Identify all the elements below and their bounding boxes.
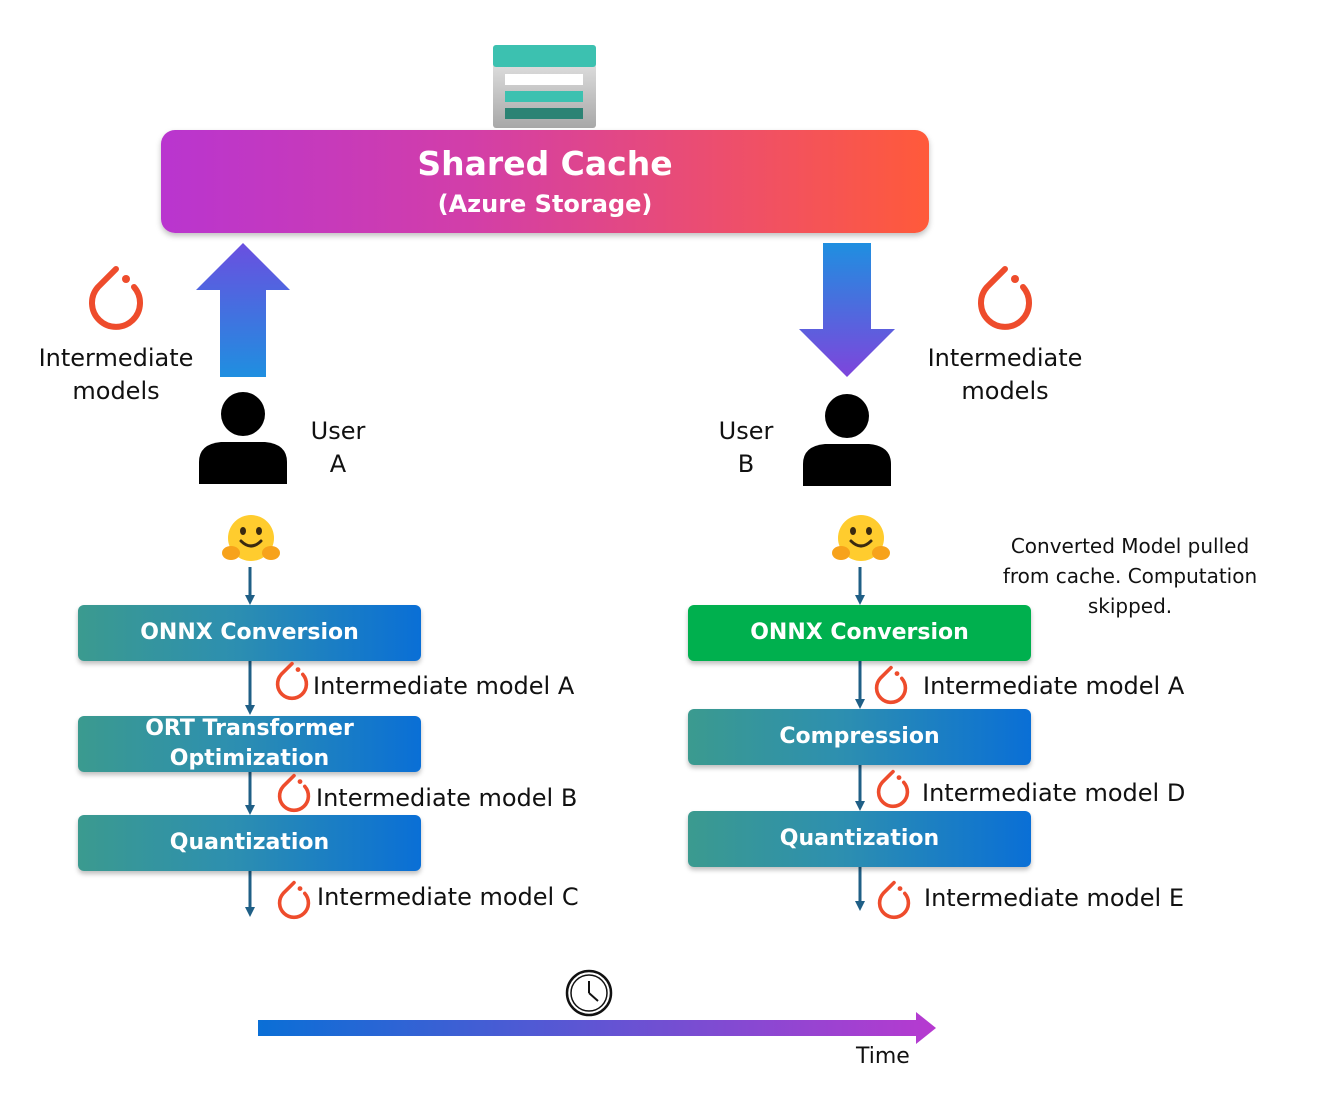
note-line3: skipped. — [1087, 594, 1173, 618]
pytorch-icon — [874, 665, 908, 705]
user-label-line1: User — [310, 417, 366, 445]
step-label: ONNX Conversion — [750, 620, 969, 645]
step-label-line1: ORT Transformer — [145, 716, 354, 741]
pytorch-icon — [876, 769, 910, 809]
output-label: Intermediate model B — [316, 784, 578, 812]
cache-hit-note: Converted Model pulled from cache. Compu… — [980, 531, 1280, 621]
output-label: Intermediate model E — [924, 884, 1184, 912]
storage-icon — [493, 45, 596, 128]
user-b-label: User B — [704, 415, 788, 481]
pytorch-icon — [978, 266, 1032, 330]
hugging-face-icon — [832, 515, 890, 561]
intermediate-models-label-b: Intermediate models — [919, 342, 1091, 408]
timeline-label: Time — [856, 1044, 910, 1069]
cache-title: Shared Cache — [417, 144, 673, 183]
clock-icon — [565, 969, 613, 1017]
step-onnx-conversion-b-cached: ONNX Conversion — [688, 605, 1031, 661]
shared-cache-banner: Shared Cache (Azure Storage) — [161, 130, 929, 233]
user-icon — [199, 392, 287, 484]
step-label: Compression — [779, 724, 940, 749]
models-label-line1: Intermediate — [927, 344, 1083, 372]
step-quantization-a: Quantization — [78, 815, 421, 871]
step-compression-b: Compression — [688, 709, 1031, 765]
user-label-line2: A — [329, 450, 347, 478]
step-label: ONNX Conversion — [140, 620, 359, 645]
models-label-line1: Intermediate — [38, 344, 194, 372]
step-ort-optimization-a: ORT Transformer Optimization — [78, 716, 421, 772]
step-label-line2: Optimization — [169, 746, 330, 771]
upload-arrow-icon — [196, 243, 290, 377]
step-label: Quantization — [169, 830, 330, 855]
timeline-arrow — [258, 1012, 936, 1044]
user-label-line2: B — [737, 450, 755, 478]
download-arrow-icon — [799, 243, 895, 377]
step-onnx-conversion-a: ONNX Conversion — [78, 605, 421, 661]
step-label: Quantization — [779, 826, 940, 851]
user-icon — [803, 394, 891, 486]
pytorch-icon — [277, 880, 311, 920]
pytorch-icon — [277, 773, 311, 813]
note-line1: Converted Model pulled — [1010, 534, 1250, 558]
note-line2: from cache. Computation — [1002, 564, 1258, 588]
output-label: Intermediate model C — [317, 883, 579, 911]
output-label: Intermediate model A — [313, 672, 575, 700]
output-label: Intermediate model D — [922, 779, 1186, 807]
pytorch-icon — [877, 880, 911, 920]
pytorch-icon — [89, 266, 143, 330]
models-label-line2: models — [72, 377, 160, 405]
intermediate-models-label-a: Intermediate models — [30, 342, 202, 408]
cache-subtitle: (Azure Storage) — [437, 190, 653, 218]
user-label-line1: User — [718, 417, 774, 445]
user-a-label: User A — [296, 415, 380, 481]
step-quantization-b: Quantization — [688, 811, 1031, 867]
pytorch-icon — [275, 661, 309, 701]
hugging-face-icon — [222, 515, 280, 561]
output-label: Intermediate model A — [923, 672, 1185, 700]
models-label-line2: models — [961, 377, 1049, 405]
